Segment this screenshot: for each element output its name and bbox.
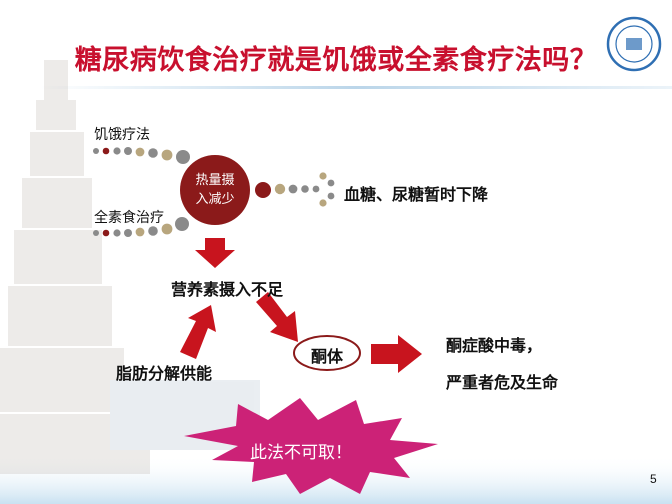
center-node — [180, 155, 250, 225]
dot-chain-upper — [93, 147, 190, 164]
calorie-reduction-node: 热量摄 入减少 — [180, 171, 250, 209]
ketone-label: 酮体 — [310, 347, 343, 366]
dot-chain-right — [255, 172, 335, 207]
life-threatening-label: 严重者危及生命 — [446, 373, 559, 392]
calorie-reduction-line1: 热量摄 — [195, 173, 235, 188]
right-arrow — [371, 335, 422, 373]
glucose-drop-label: 血糖、尿糖暂时下降 — [344, 185, 489, 204]
calorie-reduction-line2: 入减少 — [195, 192, 235, 207]
down-arrow — [195, 238, 235, 268]
diagonal-arrow — [256, 292, 298, 342]
up-arrow — [180, 305, 216, 359]
page-number: 5 — [650, 472, 657, 486]
page-title: 糖尿病饮食治疗就是饥饿或全素食疗法吗？ — [74, 45, 598, 76]
ketone-node — [293, 335, 361, 371]
dot-chain-lower — [93, 217, 189, 237]
vegetarian-therapy-label: 全素食治疗 — [94, 210, 164, 226]
ketoacidosis-label: 酮症酸中毒， — [446, 336, 543, 355]
starvation-therapy-label: 饥饿疗法 — [94, 127, 150, 143]
nutrition-deficit-label: 营养素摄入不足 — [171, 280, 284, 299]
university-seal-icon — [606, 16, 662, 72]
fat-breakdown-label: 脂肪分解供能 — [116, 364, 213, 383]
warning-label: 此法不可取！ — [250, 443, 352, 463]
warning-burst — [184, 398, 438, 494]
